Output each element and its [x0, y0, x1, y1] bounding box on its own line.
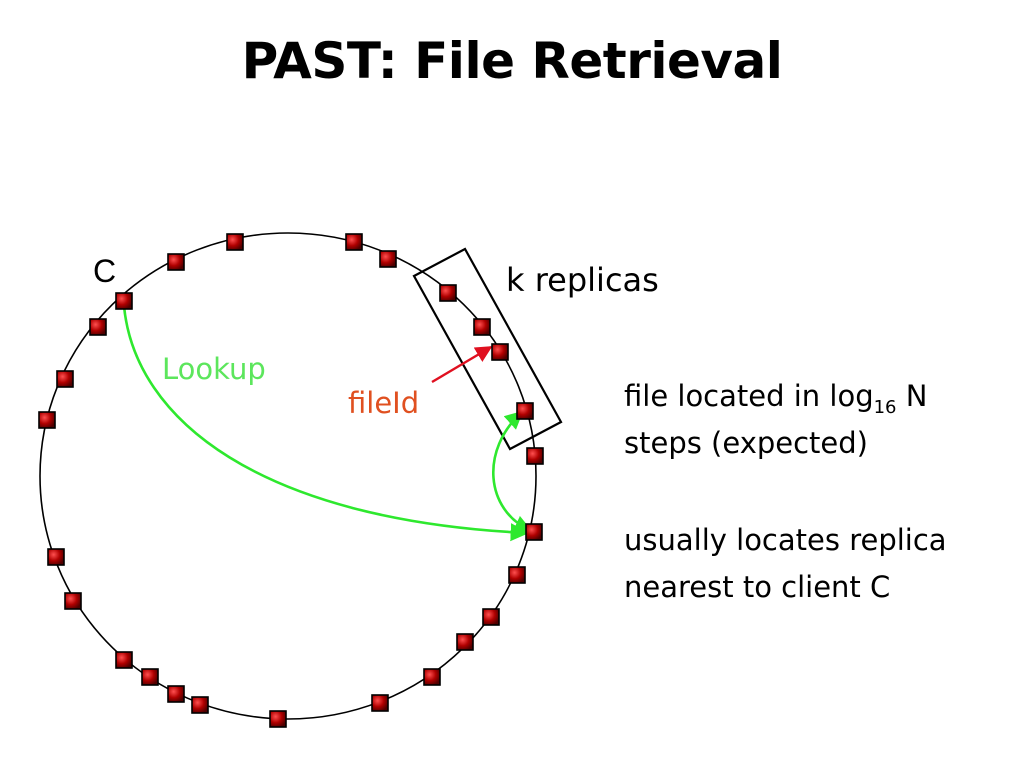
ring-node [141, 668, 159, 686]
ring-node [167, 685, 185, 703]
ring-node [226, 233, 244, 251]
ring-node [269, 710, 287, 728]
replica-group-box [412, 247, 563, 451]
log-base: 16 [873, 396, 897, 418]
lookup-to-replica-arrow [491, 410, 533, 533]
fileid-label: fileId [348, 386, 419, 420]
overlay-ring [39, 232, 537, 720]
ring-node [115, 292, 133, 310]
lookup-cost-line-1: file located in log16 N [624, 373, 927, 420]
slide-title: PAST: File Retrieval [241, 32, 783, 90]
ring-node [115, 651, 133, 669]
ring-node [167, 253, 185, 271]
lookup-cost-text: file located in log [624, 379, 874, 413]
ring-node [473, 318, 491, 336]
ring-node [456, 633, 474, 651]
ring-node [439, 284, 457, 302]
ring-node [371, 694, 389, 712]
ring-node [379, 250, 397, 268]
lookup-arrow [122, 305, 529, 542]
ring-node [38, 411, 56, 429]
ring-nodes [38, 233, 544, 728]
nearest-replica-line-2: nearest to client C [624, 570, 891, 604]
ring-node [516, 402, 534, 420]
ring-node [345, 233, 363, 251]
ring-node [526, 447, 544, 465]
ring-node [423, 668, 441, 686]
ring-node [525, 523, 543, 541]
ring-node [491, 343, 509, 361]
lookup-cost-line-2: steps (expected) [624, 426, 868, 460]
fileid-arrow [431, 345, 493, 384]
lookup-label: Lookup [162, 352, 266, 386]
client-label: C [93, 253, 116, 289]
ring-node [191, 696, 209, 714]
lookup-cost-paragraph: file located in log16 N steps (expected) [624, 373, 927, 467]
ring-node [56, 370, 74, 388]
ring-node [508, 566, 526, 584]
ring-node [482, 608, 500, 626]
ring-node [64, 592, 82, 610]
ring-node [89, 318, 107, 336]
nearest-replica-paragraph: usually locates replica nearest to clien… [624, 517, 947, 611]
lookup-cost-n: N [896, 379, 928, 413]
ring-node [47, 548, 65, 566]
replicas-label: k replicas [506, 261, 659, 299]
nearest-replica-line-1: usually locates replica [624, 523, 947, 557]
